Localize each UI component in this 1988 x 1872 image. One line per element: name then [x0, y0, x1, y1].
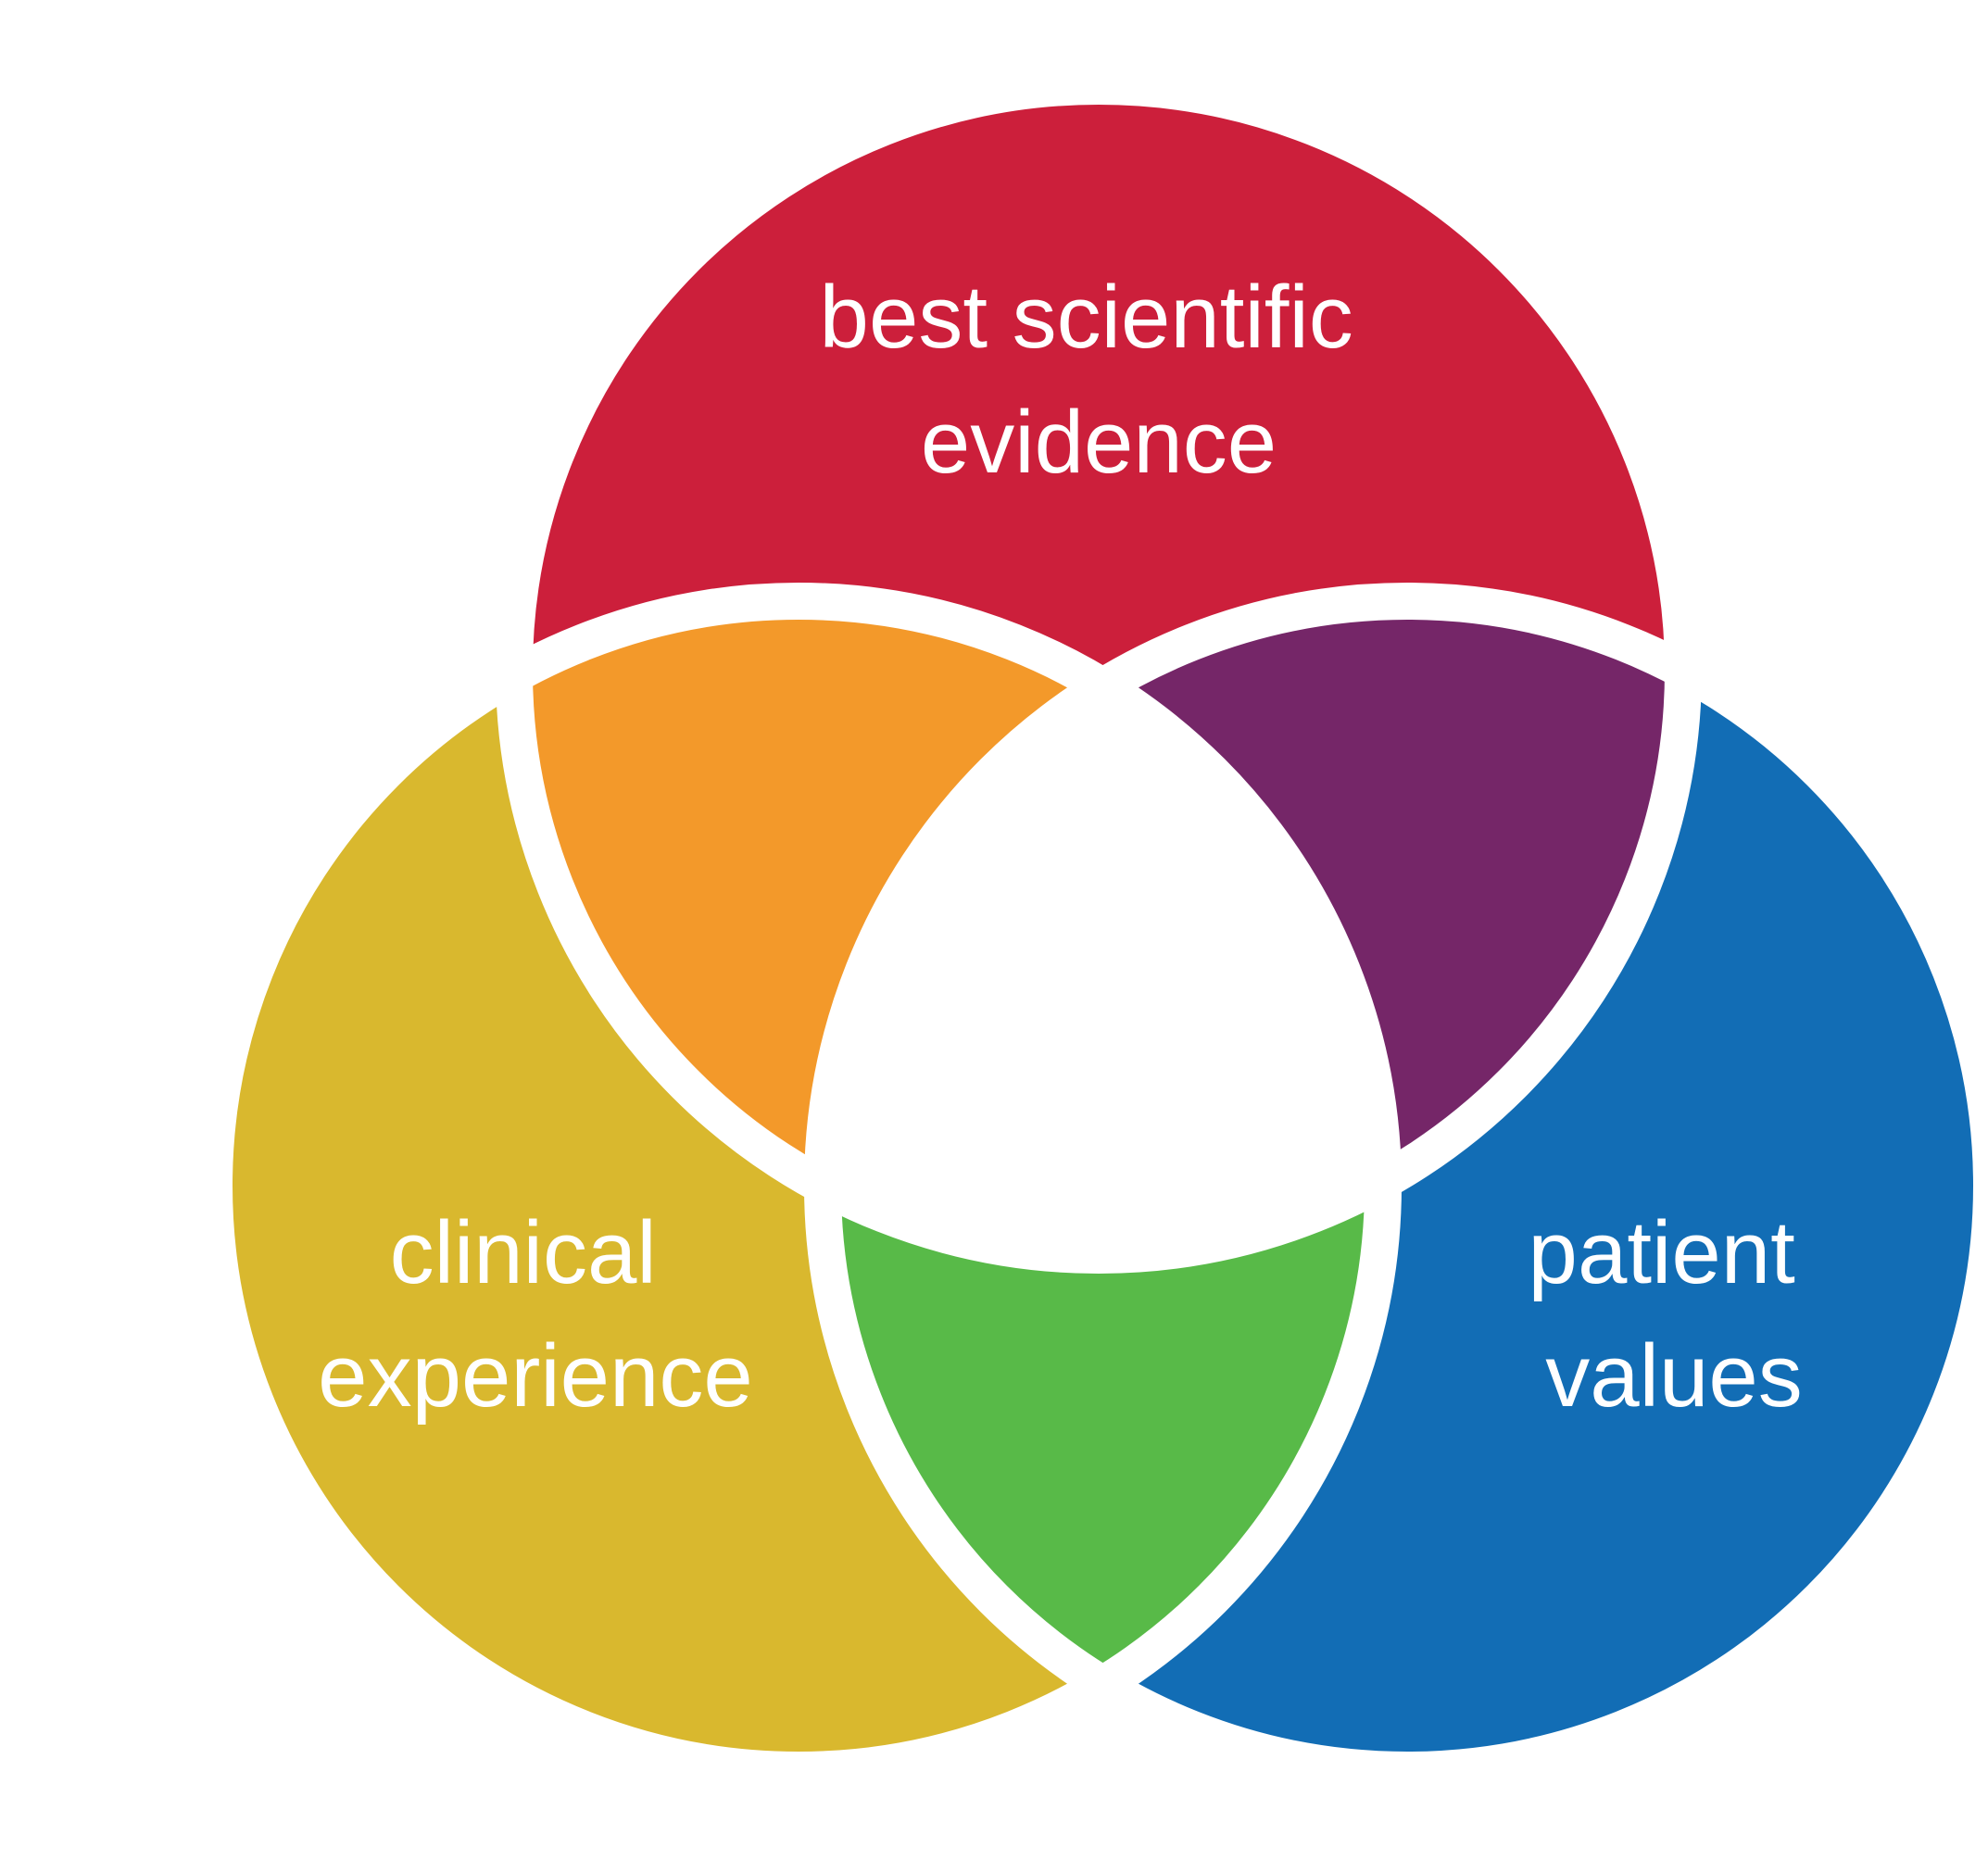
label-left: clinical experience — [318, 1203, 753, 1426]
label-top: best scientific evidence — [820, 268, 1378, 492]
overlap-center — [823, 601, 1383, 1255]
label-right: patient values — [1529, 1203, 1820, 1426]
separator-rings — [195, 68, 1988, 1789]
